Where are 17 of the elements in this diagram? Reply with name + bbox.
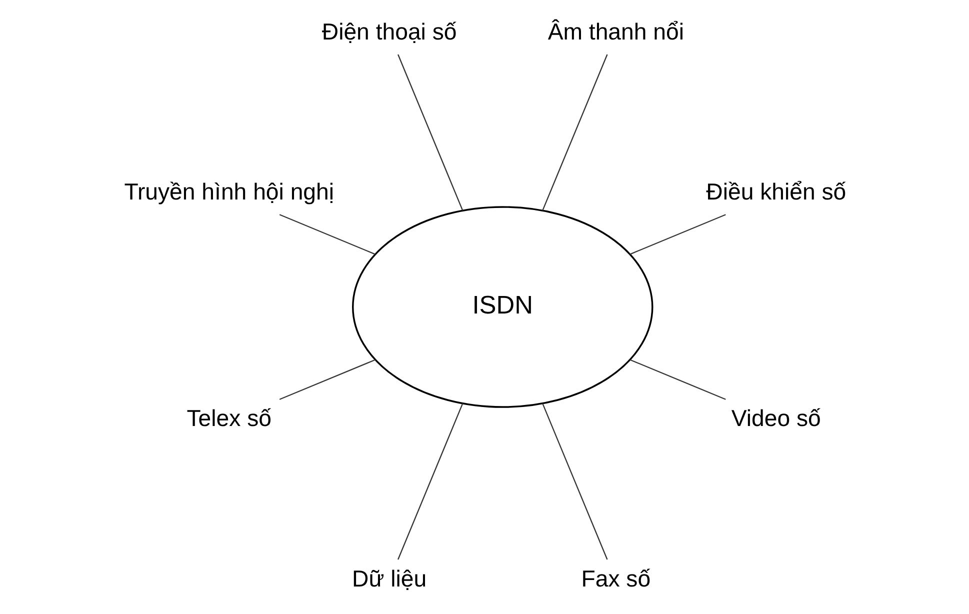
node-text: Video số <box>730 405 820 432</box>
connector <box>278 214 376 255</box>
node-text: Dữ liệu <box>352 565 426 592</box>
connector <box>397 403 463 560</box>
node-text: Telex số <box>186 405 271 432</box>
node-text: Điện thoại số <box>321 18 456 44</box>
connector <box>542 403 608 560</box>
node-text: Âm thanh nổi <box>547 18 684 44</box>
connector <box>629 359 726 400</box>
connector <box>629 214 726 255</box>
node-text: Truyền hình hội nghị <box>124 178 334 204</box>
connector <box>542 54 608 211</box>
node-text: Điều khiển số <box>706 178 846 204</box>
connector <box>278 359 376 400</box>
connector <box>397 54 463 211</box>
node-ellipse: ISDN <box>352 206 653 408</box>
node-text: Fax số <box>580 565 650 592</box>
